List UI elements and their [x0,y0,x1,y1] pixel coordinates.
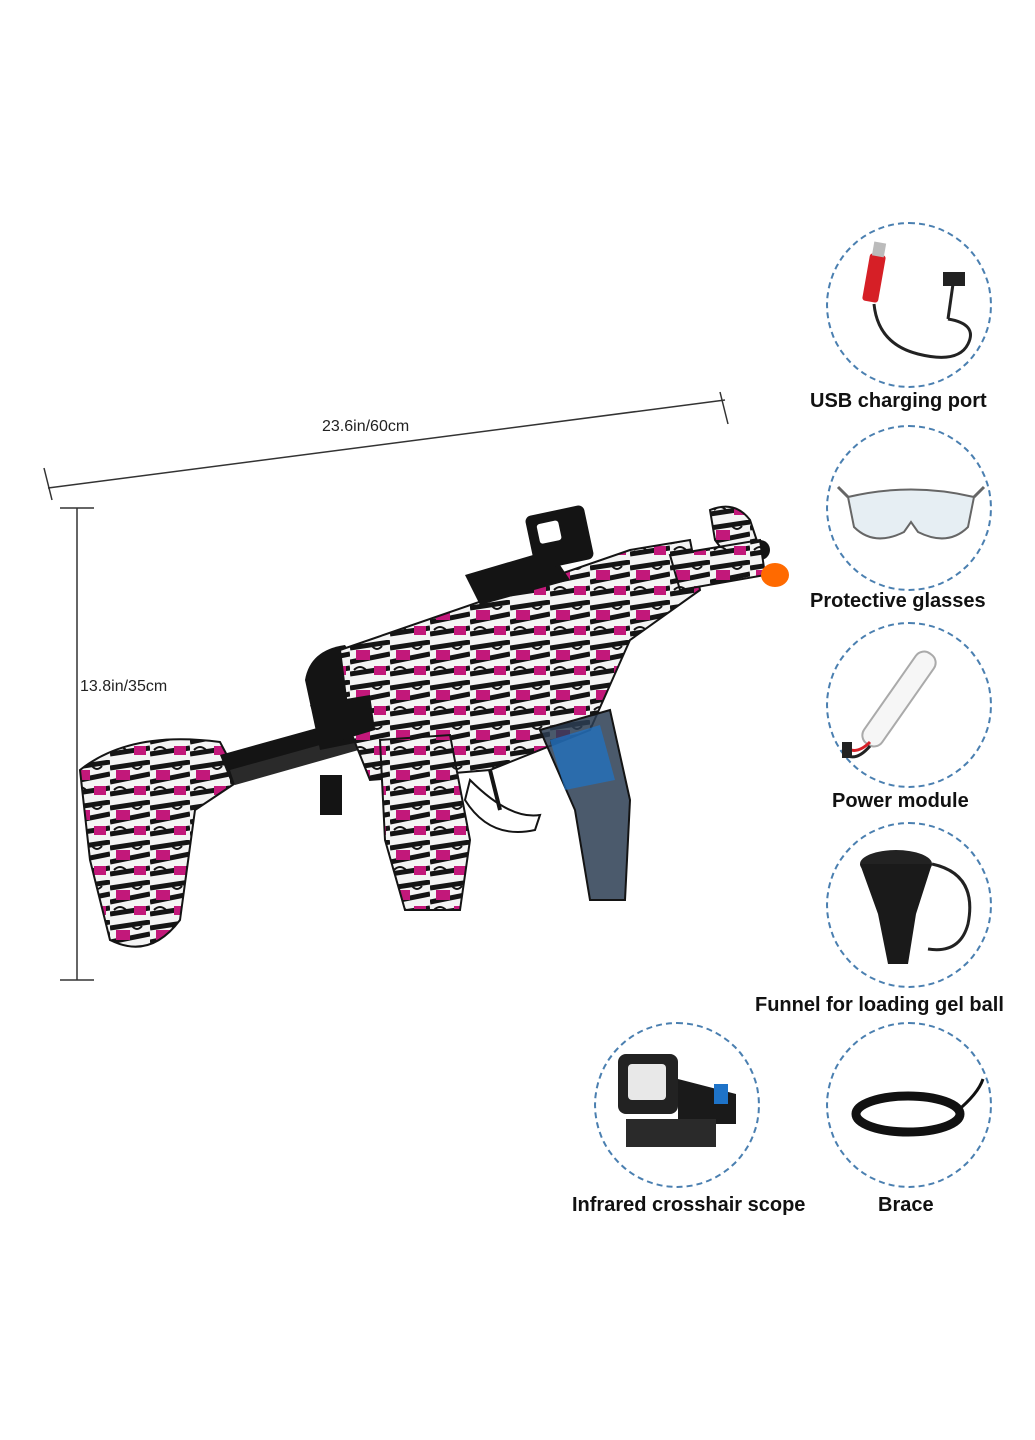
gel-blaster-image [78,505,789,948]
funnel-icon [860,850,972,964]
accessory-label-usb: USB charging port [810,390,987,412]
accessory-label-scope: Infrared crosshair scope [572,1194,806,1216]
accessory-label-funnel: Funnel for loading gel ball [755,994,1004,1016]
scope-circle [594,1022,760,1188]
scope-icon [618,1054,736,1147]
glasses-circle [826,425,992,591]
strap-icon [851,1078,985,1137]
accessory-label-glasses: Protective glasses [810,590,986,612]
accessory-label-power: Power module [832,790,969,812]
usb-cable-circle [826,222,992,388]
funnel-circle [826,822,992,988]
length-label: 23.6in/60cm [322,418,410,435]
strap-circle [826,1022,992,1188]
height-label: 13.8in/35cm [80,678,168,695]
glasses-icon [836,485,986,540]
usb-cable-icon [862,241,972,359]
length-line [47,399,726,489]
battery-circle [826,622,992,788]
accessory-label-brace: Brace [878,1194,934,1216]
battery-icon [842,650,937,759]
